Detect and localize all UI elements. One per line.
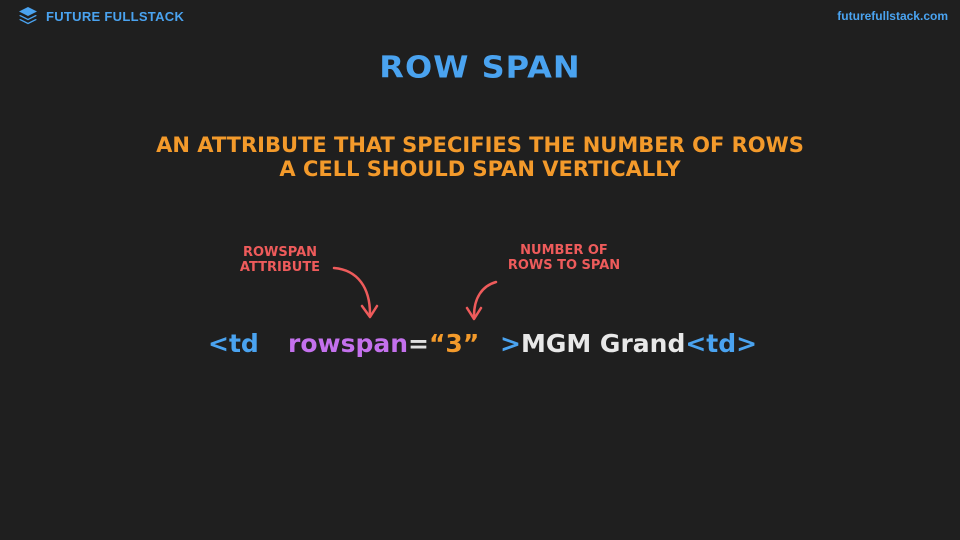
note-right-line-2: ROWS TO SPAN bbox=[507, 258, 621, 273]
curved-arrow-icon-left bbox=[332, 266, 379, 319]
rows-to-span-note: NUMBER OF ROWS TO SPAN bbox=[494, 243, 634, 273]
code-equals: = bbox=[408, 329, 429, 358]
code-value: “3” bbox=[429, 329, 480, 358]
slide-title: ROW SPAN bbox=[379, 48, 581, 86]
stacked-layers-icon bbox=[19, 7, 37, 25]
curved-arrow-icon-right bbox=[465, 280, 498, 321]
definition-line-1: AN ATTRIBUTE THAT SPECIFIES THE NUMBER O… bbox=[156, 133, 804, 157]
brand-name: FUTURE FULLSTACK bbox=[46, 8, 185, 24]
brand: FUTURE FULLSTACK bbox=[18, 6, 184, 26]
definition-line-2: A CELL SHOULD SPAN VERTICALLY bbox=[279, 157, 681, 181]
note-left-line-2: ATTRIBUTE bbox=[239, 260, 321, 275]
note-right-line-1: NUMBER OF bbox=[520, 243, 608, 258]
code-cell-text: MGM Grand bbox=[520, 329, 686, 358]
code-open-tag: <td bbox=[208, 329, 259, 358]
definition-text: AN ATTRIBUTE THAT SPECIFIES THE NUMBER O… bbox=[0, 133, 960, 181]
code-attribute-group: rowspan=“3” bbox=[288, 326, 479, 362]
code-end-tag: <td> bbox=[685, 329, 758, 358]
code-attribute: rowspan bbox=[288, 329, 409, 358]
note-left-line-1: ROWSPAN bbox=[242, 245, 318, 260]
site-url[interactable]: futurefullstack.com bbox=[837, 9, 948, 23]
code-tag-close: > bbox=[500, 329, 521, 358]
rowspan-attribute-note: ROWSPAN ATTRIBUTE bbox=[220, 245, 340, 275]
code-content-group: >MGM Grand<td> bbox=[500, 326, 757, 362]
